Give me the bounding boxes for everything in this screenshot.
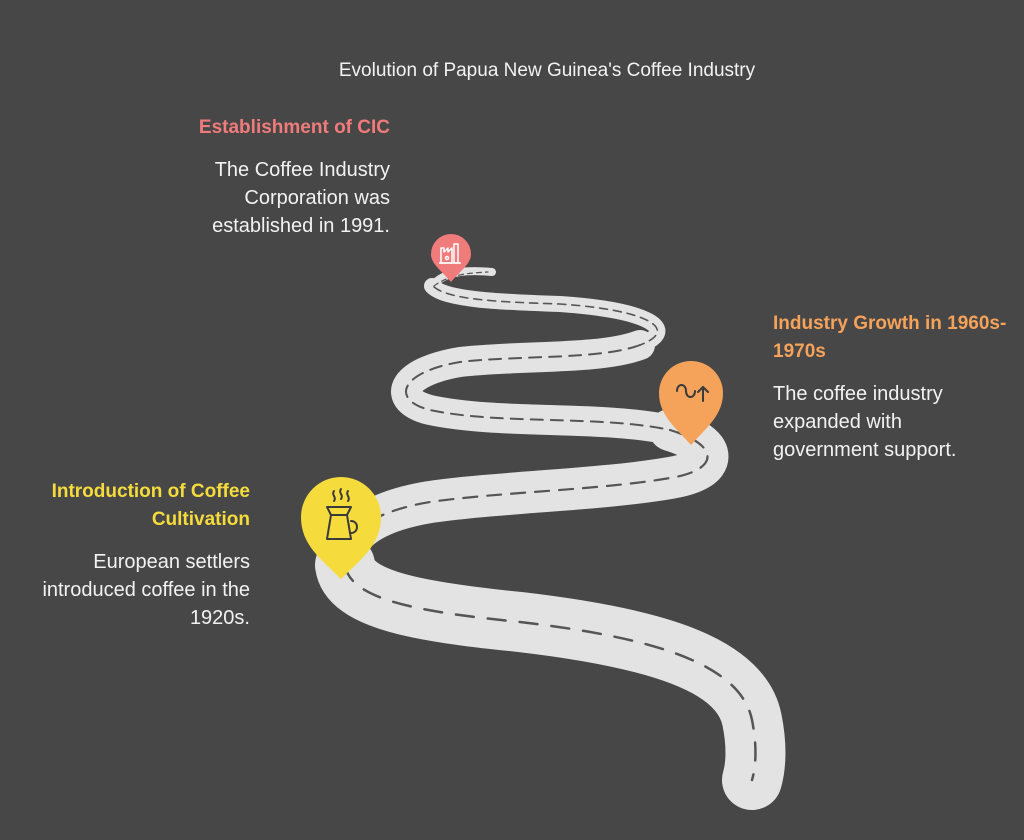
page-title: Evolution of Papua New Guinea's Coffee I… bbox=[338, 60, 756, 81]
marker-cic bbox=[431, 234, 471, 282]
milestone-intro: Introduction of Coffee Cultivation Europ… bbox=[20, 478, 250, 632]
milestone-growth: Industry Growth in 1960s-1970s The coffe… bbox=[773, 310, 1013, 464]
marker-intro bbox=[301, 477, 381, 579]
milestone-heading: Industry Growth in 1960s-1970s bbox=[773, 313, 1007, 362]
factory-icon bbox=[439, 243, 461, 264]
coffee-pot-icon bbox=[326, 488, 358, 540]
road-body bbox=[315, 267, 786, 810]
milestone-cic: Establishment of CIC The Coffee Industry… bbox=[150, 114, 390, 240]
marker-growth bbox=[659, 361, 723, 445]
road-center-line bbox=[343, 271, 757, 782]
growth-arrow-icon bbox=[676, 384, 709, 402]
milestone-description: European settlers introduced coffee in t… bbox=[42, 551, 250, 629]
milestone-heading: Introduction of Coffee Cultivation bbox=[51, 481, 250, 530]
milestone-description: The Coffee Industry Corporation was esta… bbox=[212, 159, 390, 237]
milestone-heading: Establishment of CIC bbox=[198, 117, 390, 138]
milestone-description: The coffee industry expanded with govern… bbox=[773, 383, 957, 461]
